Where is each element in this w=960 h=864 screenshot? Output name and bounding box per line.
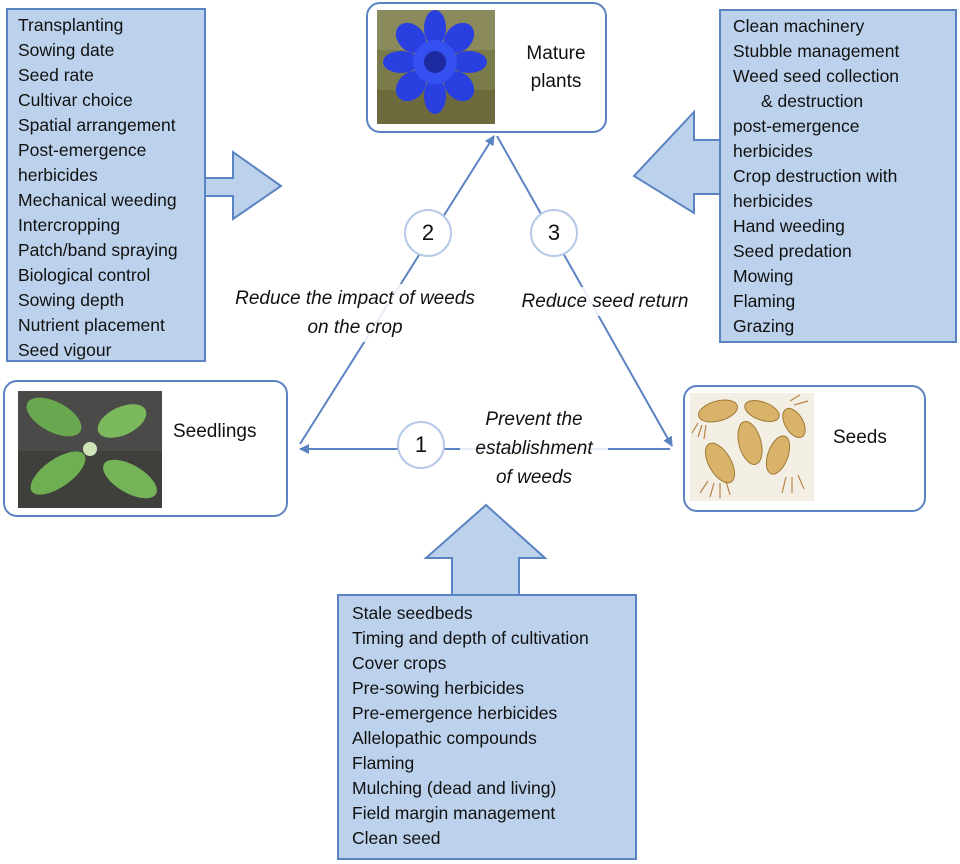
method-item: Cultivar choice — [18, 90, 133, 110]
method-item: Crop destruction with — [733, 166, 898, 186]
seeds-stage: Seeds — [683, 385, 926, 512]
method-item: Flaming — [733, 291, 796, 311]
prevent-line-1: Prevent the — [485, 409, 583, 430]
right-block-arrow — [632, 109, 721, 215]
method-item: Timing and depth of cultivation — [352, 628, 589, 648]
method-item: Post-emergence — [18, 140, 147, 160]
method-item: Nutrient placement — [18, 315, 165, 335]
method-item: Allelopathic compounds — [352, 728, 537, 748]
method-item: Field margin management — [352, 803, 556, 823]
method-item: Cover crops — [352, 653, 447, 673]
method-item: Seed rate — [18, 65, 94, 85]
method-item: post-emergence — [733, 116, 860, 136]
reduce-impact-line-1: Reduce the impact of weeds — [235, 288, 475, 309]
step-1-circle: 1 — [397, 421, 445, 469]
method-item: Stale seedbeds — [352, 603, 473, 623]
method-item: Mulching (dead and living) — [352, 778, 557, 798]
method-item: Transplanting — [18, 15, 124, 35]
method-item: Clean machinery — [733, 16, 865, 36]
reduce-impact-annotation: Reduce the impact of weeds on the crop — [210, 284, 500, 342]
method-item: herbicides — [18, 165, 98, 185]
establishment-impact-methods-panel: Transplanting Sowing date Seed rate Cult… — [6, 8, 206, 362]
method-item: Pre-emergence herbicides — [352, 703, 558, 723]
method-item: Seed vigour — [18, 340, 112, 360]
method-item: Pre-sowing herbicides — [352, 678, 525, 698]
prevent-establishment-methods-panel: Stale seedbeds Timing and depth of culti… — [337, 594, 637, 860]
left-block-arrow — [204, 150, 283, 221]
method-item: herbicides — [733, 191, 813, 211]
prevent-line-2: establishment — [475, 438, 593, 459]
seed-return-methods-panel: Clean machinery Stubble management Weed … — [719, 9, 957, 343]
reduce-impact-line-2: on the crop — [307, 317, 403, 338]
seeds-label: Seeds — [833, 427, 887, 448]
method-item: Sowing date — [18, 40, 115, 60]
method-item: Mowing — [733, 266, 794, 286]
method-item: Stubble management — [733, 41, 900, 61]
reduce-seed-return-annotation: Reduce seed return — [506, 287, 704, 316]
method-item: Biological control — [18, 265, 151, 285]
method-item: Flaming — [352, 753, 415, 773]
prevent-line-3: of weeds — [495, 467, 573, 488]
mature-plants-stage: Mature plants — [366, 2, 607, 133]
method-item: Hand weeding — [733, 216, 845, 236]
step-3-circle: 3 — [530, 209, 578, 257]
cornflower-image — [377, 10, 495, 124]
step-2-circle: 2 — [404, 209, 452, 257]
seedlings-label: Seedlings — [173, 421, 257, 442]
method-item: Grazing — [733, 316, 795, 336]
method-item: Weed seed collection — [733, 66, 900, 86]
method-item: Mechanical weeding — [18, 190, 177, 210]
bottom-block-arrow — [423, 503, 548, 596]
method-item: Clean seed — [352, 828, 441, 848]
method-item: Sowing depth — [18, 290, 125, 310]
seedling-image — [18, 391, 162, 508]
seedlings-stage: Seedlings — [3, 380, 288, 517]
method-item: Patch/band spraying — [18, 240, 178, 260]
seeds-image — [690, 393, 814, 501]
method-item: herbicides — [733, 141, 813, 161]
prevent-establishment-annotation: Prevent the establishment of weeds — [460, 405, 608, 492]
method-item: & destruction — [761, 91, 864, 111]
mature-plants-label: Mature plants — [526, 43, 586, 92]
method-item: Spatial arrangement — [18, 115, 176, 135]
method-item: Intercropping — [18, 215, 121, 235]
method-item: Seed predation — [733, 241, 852, 261]
